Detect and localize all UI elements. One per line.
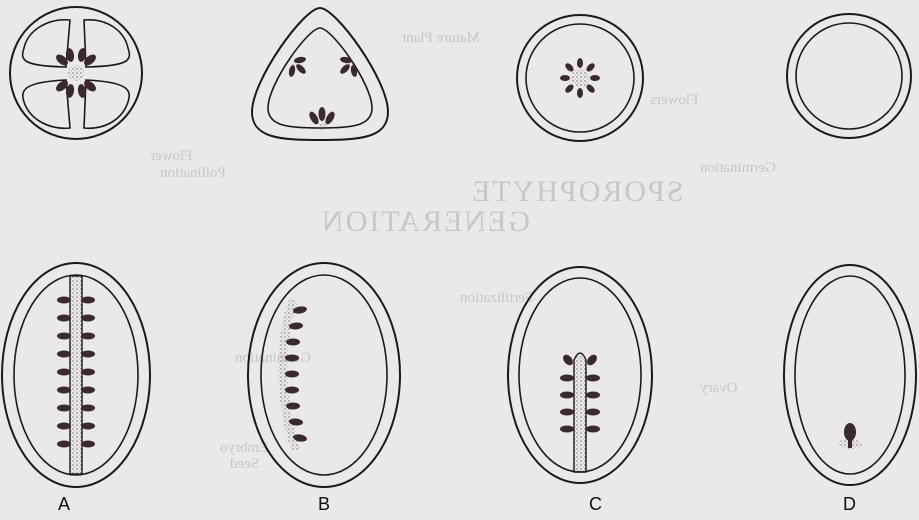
ls-axile-septum <box>70 276 82 474</box>
ts-free-central-placenta <box>571 69 589 87</box>
ls-free-central <box>508 267 652 483</box>
label-d: D <box>843 494 856 515</box>
label-c: C <box>589 494 602 515</box>
ts-axile-placenta <box>68 65 84 81</box>
label-b: B <box>318 494 330 515</box>
ls-basal-outer-wall <box>784 265 916 485</box>
ls-free-central-column <box>574 353 586 472</box>
ls-axile <box>2 263 150 487</box>
label-a: A <box>58 494 70 515</box>
ls-axile-ovules-left <box>57 297 71 448</box>
ls-basal-funicle <box>848 440 852 448</box>
ts-basal <box>787 14 911 138</box>
ts-basal-inner-wall <box>796 23 902 129</box>
ts-basal-outer-wall <box>787 14 911 138</box>
ts-parietal-ovules <box>288 56 358 130</box>
ls-axile-ovules-right <box>81 297 95 448</box>
ts-axile <box>10 7 142 139</box>
ls-parietal <box>248 263 400 487</box>
ls-parietal-outer-wall <box>248 263 400 487</box>
ts-free-central <box>517 15 643 141</box>
ls-basal-ovule <box>844 423 856 441</box>
ls-basal <box>784 265 916 485</box>
ts-parietal <box>252 8 388 140</box>
